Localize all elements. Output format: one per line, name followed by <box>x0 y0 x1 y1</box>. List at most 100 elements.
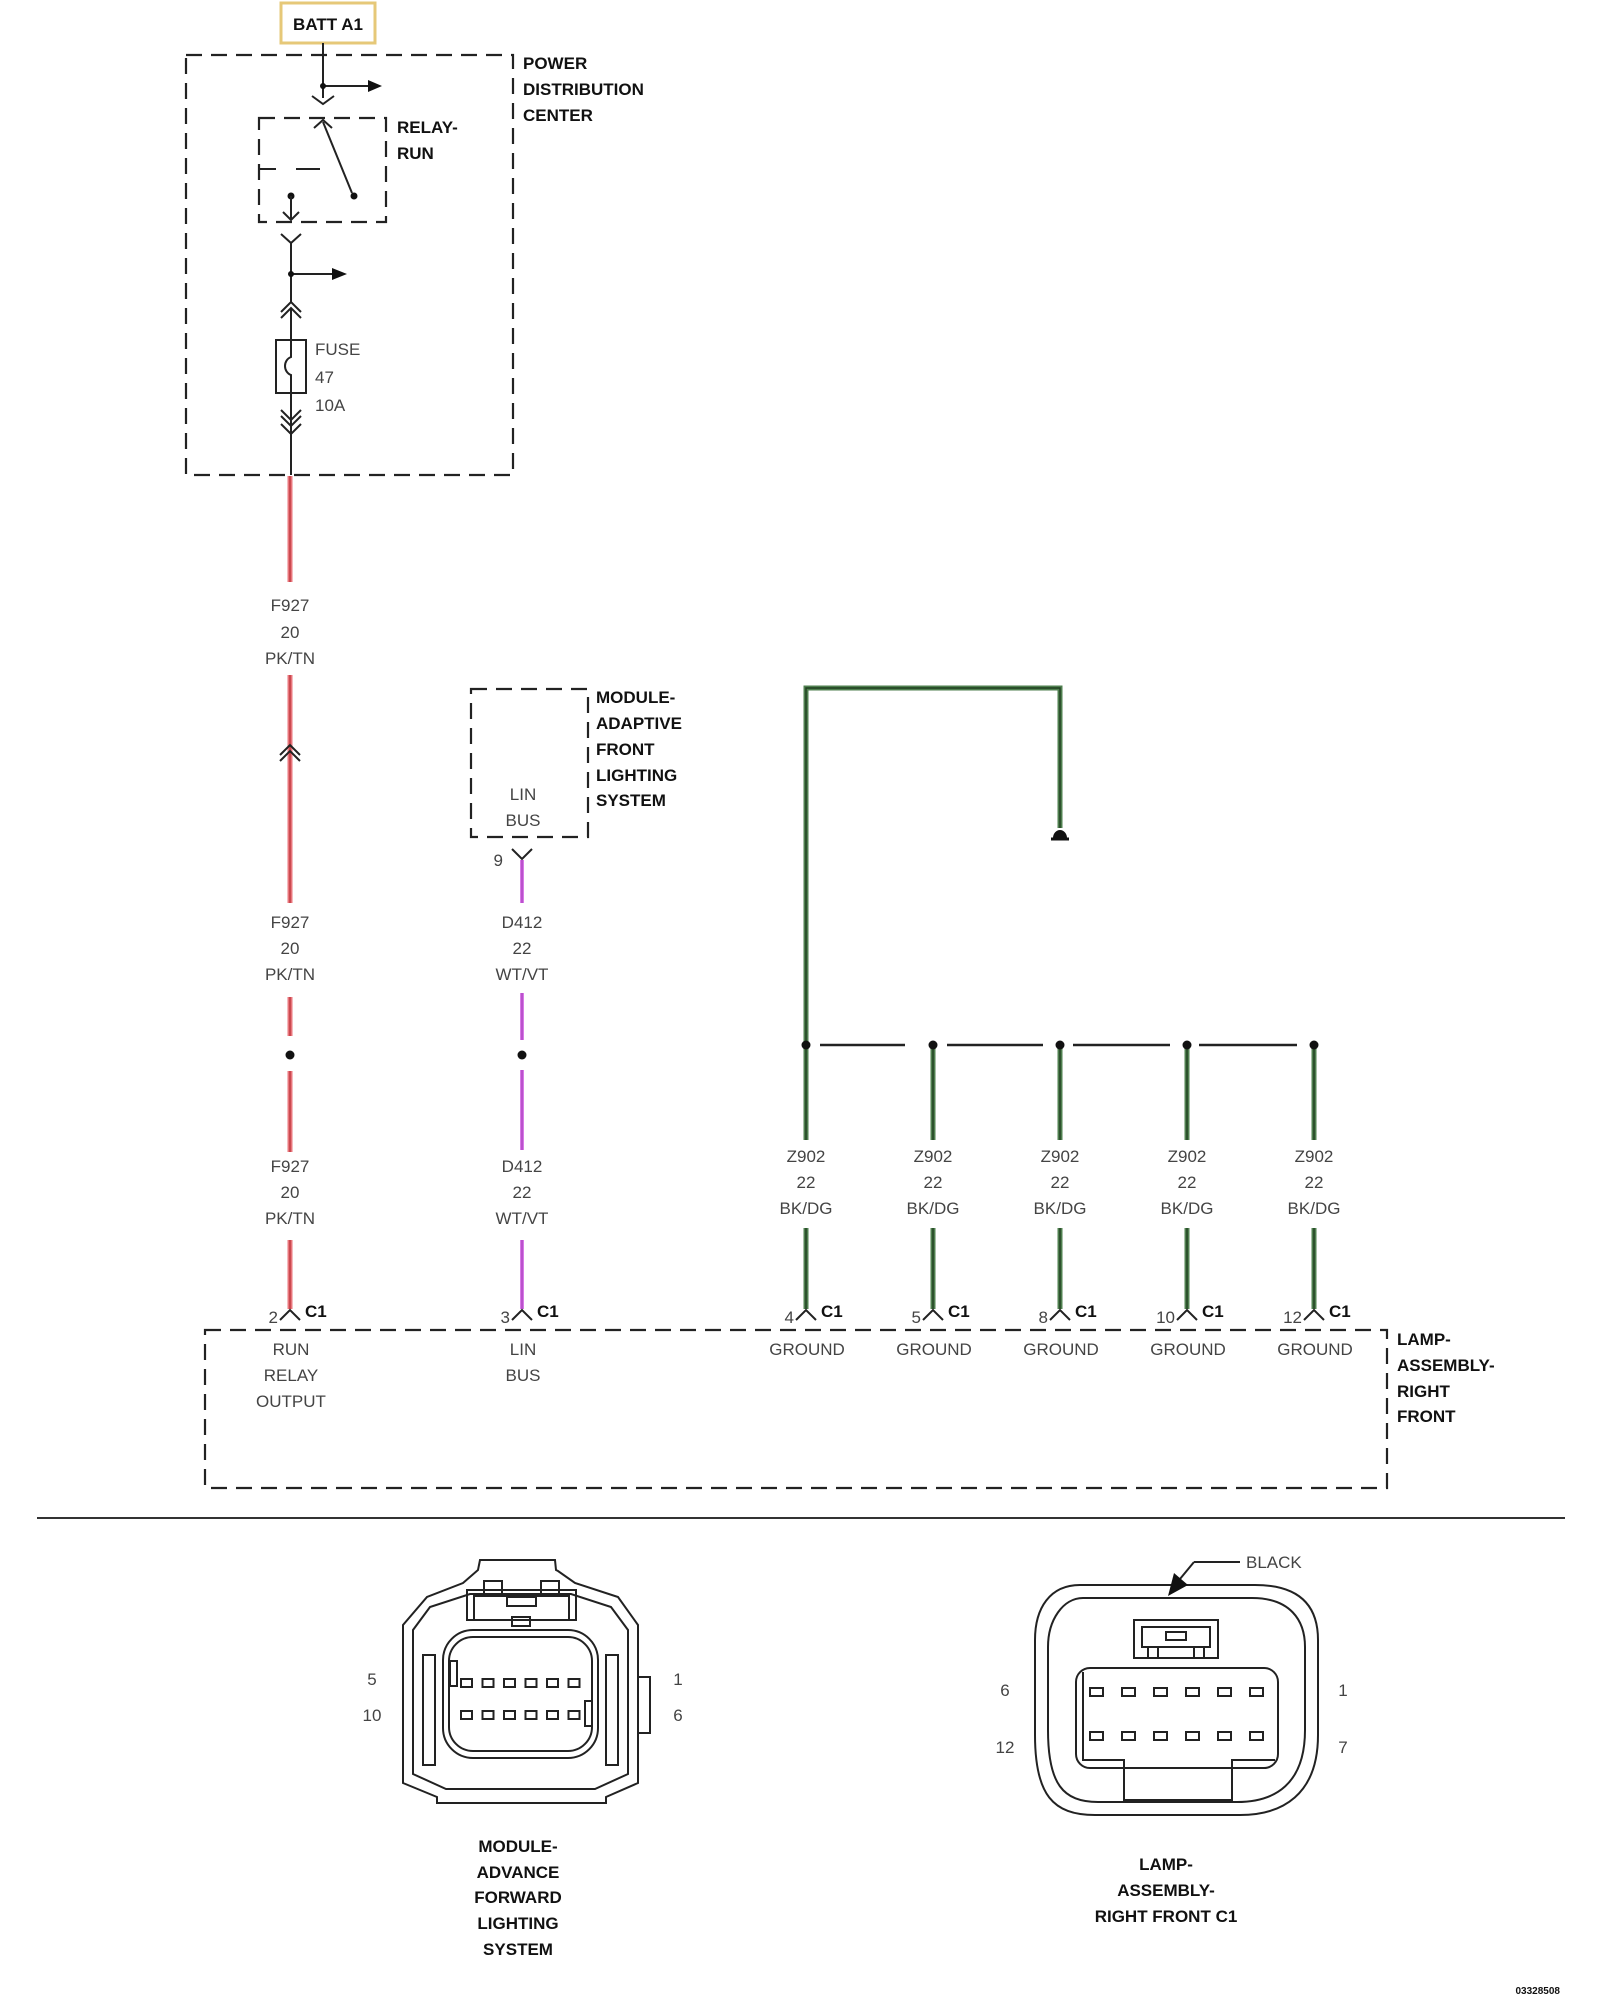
z902-label-line: 22 <box>1305 1173 1324 1192</box>
fuse-text-line: 47 <box>315 368 334 387</box>
f927-label-line: PK/TN <box>265 1209 315 1228</box>
lamp-connector-tag: C1 <box>821 1302 843 1321</box>
lamp-connector-tag: C1 <box>1329 1302 1351 1321</box>
z902-label-line: BK/DG <box>780 1199 833 1218</box>
lamp-pin-function-line: GROUND <box>896 1340 972 1359</box>
z902-label-line: BK/DG <box>1034 1199 1087 1218</box>
z902-label-line: 22 <box>797 1173 816 1192</box>
power-distribution-center: POWER DISTRIBUTION CENTER RELAY- RUN <box>184 43 644 477</box>
lamp-pin-function-line: OUTPUT <box>256 1392 326 1411</box>
d412-label-line: WT/VT <box>496 965 549 984</box>
f927-label-line: 20 <box>281 939 300 958</box>
lamp-connector-tag: C1 <box>1202 1302 1224 1321</box>
lamp-name-line: RIGHT <box>1397 1382 1451 1401</box>
lamp-pin-function-line: GROUND <box>1277 1340 1353 1359</box>
module-pin-number: 10 <box>363 1706 382 1725</box>
afls-pin-label-line: BUS <box>506 811 541 830</box>
module-pin-cavity <box>460 1678 473 1688</box>
batt-a1-text: BATT A1 <box>293 15 363 34</box>
z902-label-line: Z902 <box>1041 1147 1080 1166</box>
z902-label-line: Z902 <box>1168 1147 1207 1166</box>
module-pin-cavity <box>503 1678 516 1688</box>
z902-label-line: BK/DG <box>1161 1199 1214 1218</box>
z902-label-line: 22 <box>1051 1173 1070 1192</box>
f927-label-line: 20 <box>281 623 300 642</box>
lamp-caption-line: RIGHT FRONT C1 <box>1095 1907 1238 1926</box>
f927-label-line: F927 <box>271 1157 310 1176</box>
lamp-pin-cavity <box>1249 1731 1264 1741</box>
module-pin-cavity <box>567 1710 581 1720</box>
module-pin-cavity <box>524 1710 538 1720</box>
z902-label-line: 22 <box>1178 1173 1197 1192</box>
lamp-pin-cavity <box>1153 1687 1168 1697</box>
lamp-name-line: ASSEMBLY- <box>1397 1356 1495 1375</box>
lamp-pin-number: 6 <box>1000 1681 1009 1700</box>
fuse-text-line: 10A <box>315 396 346 415</box>
relay-run: RELAY- RUN <box>257 116 458 224</box>
fuse-47: FUSE 47 10A <box>275 339 360 415</box>
lamp-pin-function-line: GROUND <box>769 1340 845 1359</box>
lamp-pin-number: 1 <box>1338 1681 1347 1700</box>
lamp-pin-function-line: GROUND <box>1150 1340 1226 1359</box>
z902-label-line: BK/DG <box>907 1199 960 1218</box>
ground-network <box>803 685 1297 1047</box>
lamp-pin-number: 10 <box>1156 1308 1175 1327</box>
pdc-name-line: POWER <box>523 54 587 73</box>
module-pin-cavity <box>460 1710 473 1720</box>
lamp-pin-cavity <box>1217 1687 1232 1697</box>
wire-d412: D412 22 WT/VT D412 22 WT/VT <box>496 860 549 1309</box>
lamp-pin-cavity <box>1153 1731 1168 1741</box>
module-pin-cavity <box>481 1710 495 1720</box>
lamp-pin-cavity <box>1089 1687 1104 1697</box>
module-pin-cavity <box>524 1678 538 1688</box>
lamp-connector-tag: C1 <box>1075 1302 1097 1321</box>
lamp-name-line: FRONT <box>1397 1407 1456 1426</box>
z902-label-line: Z902 <box>914 1147 953 1166</box>
z902-label-line: Z902 <box>787 1147 826 1166</box>
d412-label-line: D412 <box>502 913 543 932</box>
d412-label-line: D412 <box>502 1157 543 1176</box>
lamp-pin-cavity <box>1185 1687 1200 1697</box>
lamp-pin-number: 2 <box>269 1308 278 1327</box>
f927-label-line: F927 <box>271 596 310 615</box>
wire-f927: F927 20 PK/TN F927 20 PK/TN F927 20 PK/T… <box>265 476 315 1309</box>
lamp-pin-cavity <box>1185 1731 1200 1741</box>
module-pin-number: 5 <box>367 1670 376 1689</box>
lamp-caption-line: LAMP- <box>1139 1855 1193 1874</box>
afls-name-line: LIGHTING <box>596 766 677 785</box>
lamp-pin-number: 5 <box>912 1308 921 1327</box>
figure-id: 03328508 <box>1516 1986 1561 1997</box>
relay-name-line: RELAY- <box>397 118 458 137</box>
module-pin-cavity <box>503 1710 516 1720</box>
lamp-pin-cavity <box>1089 1731 1104 1741</box>
f927-label-line: 20 <box>281 1183 300 1202</box>
afls-name-line: ADAPTIVE <box>596 714 682 733</box>
f927-label-line: PK/TN <box>265 649 315 668</box>
lamp-connector-tag: C1 <box>948 1302 970 1321</box>
module-pin-cavity <box>546 1710 559 1720</box>
lamp-connector-tag: C1 <box>537 1302 559 1321</box>
z902-label-line: BK/DG <box>1288 1199 1341 1218</box>
lamp-connector-face-view: BLACK 6 12 1 7 LAMP- ASSEMBLY- RIGHT FRO… <box>996 1553 1348 1926</box>
lamp-pin-function-line: RUN <box>273 1340 310 1359</box>
d412-label-line: 22 <box>513 1183 532 1202</box>
relay-name-line: RUN <box>397 144 434 163</box>
lamp-pin-number: 4 <box>785 1308 794 1327</box>
lamp-assembly-right-front: LAMP- ASSEMBLY- RIGHT FRONT <box>203 1328 1495 1490</box>
lamp-pin-cavity <box>1121 1731 1136 1741</box>
lamp-pin-number: 7 <box>1338 1738 1347 1757</box>
